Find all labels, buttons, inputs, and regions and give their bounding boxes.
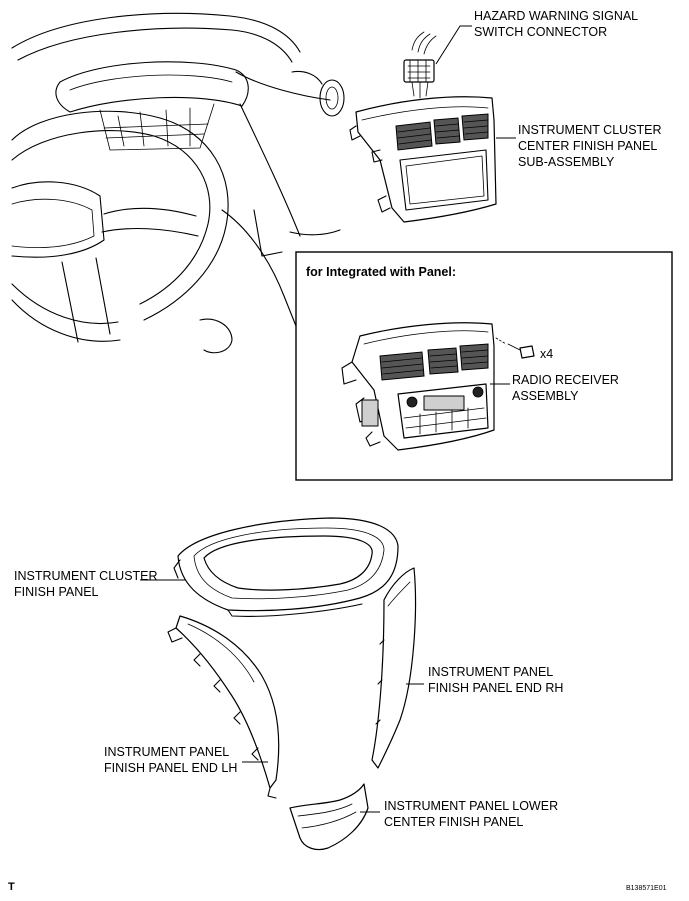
finish-panel-end-rh bbox=[371, 567, 417, 769]
label-center-panel-2: CENTER FINISH PANEL bbox=[518, 139, 657, 153]
lower-center-finish-panel bbox=[289, 783, 369, 851]
label-center-panel-1: INSTRUMENT CLUSTER bbox=[518, 123, 662, 137]
label-end-lh-1: INSTRUMENT PANEL bbox=[104, 745, 229, 759]
label-hazard-connector-2: SWITCH CONNECTOR bbox=[474, 25, 607, 39]
center-finish-panel-subassembly bbox=[349, 96, 497, 223]
label-radio-2: ASSEMBLY bbox=[512, 389, 579, 403]
label-end-lh-2: FINISH PANEL END LH bbox=[104, 761, 237, 775]
dashboard-illustration bbox=[11, 12, 345, 354]
inset-title: for Integrated with Panel: bbox=[306, 265, 456, 279]
radio-receiver-assembly bbox=[341, 322, 495, 451]
callout-labels: HAZARD WARNING SIGNAL SWITCH CONNECTOR I… bbox=[8, 9, 667, 893]
hazard-switch-connector bbox=[403, 31, 437, 99]
corner-mark: T bbox=[8, 881, 15, 893]
label-hazard-connector-1: HAZARD WARNING SIGNAL bbox=[474, 9, 638, 23]
label-lower-center-1: INSTRUMENT PANEL LOWER bbox=[384, 799, 558, 813]
label-radio-1: RADIO RECEIVER bbox=[512, 373, 619, 387]
label-cluster-finish-1: INSTRUMENT CLUSTER bbox=[14, 569, 158, 583]
figure-code: B138571E01 bbox=[626, 885, 667, 892]
cluster-finish-panel bbox=[173, 517, 399, 617]
label-center-panel-3: SUB-ASSEMBLY bbox=[518, 155, 615, 169]
screw-icon bbox=[495, 337, 535, 359]
label-screw-count: x4 bbox=[540, 347, 553, 361]
label-end-rh-2: FINISH PANEL END RH bbox=[428, 681, 563, 695]
label-cluster-finish-2: FINISH PANEL bbox=[14, 585, 99, 599]
label-end-rh-1: INSTRUMENT PANEL bbox=[428, 665, 553, 679]
label-lower-center-2: CENTER FINISH PANEL bbox=[384, 815, 523, 829]
leader-lines bbox=[140, 25, 516, 813]
integrated-panel-inset bbox=[295, 251, 673, 481]
finish-panel-end-lh bbox=[167, 615, 280, 799]
